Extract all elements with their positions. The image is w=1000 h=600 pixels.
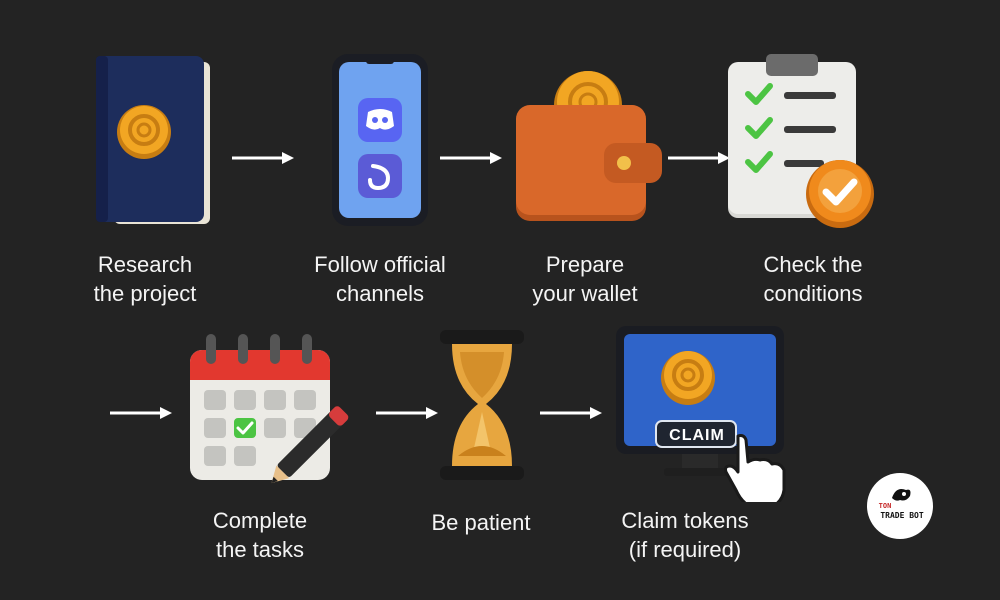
- step-label-line: the tasks: [215, 537, 305, 562]
- monitor-icon: [612, 322, 804, 510]
- step-label-line: conditions: [763, 281, 863, 306]
- step-label-wallet: Prepare your wallet: [500, 250, 670, 308]
- logo-text-top: TON: [878, 502, 892, 510]
- step-label-claim: Claim tokens (if required): [600, 506, 770, 564]
- step-label-line: Prepare: [545, 252, 625, 277]
- step-label-line: the project: [93, 281, 197, 306]
- arrow-right-icon: [232, 150, 296, 171]
- arrow-right-icon: [540, 405, 604, 426]
- step-label-line: Follow official: [314, 252, 446, 277]
- arrow-right-icon: [376, 405, 440, 426]
- wallet-icon: [512, 65, 664, 230]
- checklist-icon: [722, 52, 882, 232]
- step-label-research: Research the project: [60, 250, 230, 308]
- step-label-follow: Follow official channels: [295, 250, 465, 308]
- step-label-tasks: Complete the tasks: [175, 506, 345, 564]
- arrow-right-icon: [668, 150, 732, 171]
- arrow-right-icon: [440, 150, 504, 171]
- step-label-patient: Be patient: [396, 508, 566, 537]
- step-label-line: (if required): [628, 537, 742, 562]
- step-label-line: Complete: [212, 508, 308, 533]
- step-label-line: Research: [97, 252, 193, 277]
- arrow-right-icon: [110, 405, 174, 426]
- book-icon: [88, 50, 218, 230]
- step-label-line: Be patient: [431, 510, 531, 535]
- step-label-line: Check the: [763, 252, 863, 277]
- step-label-conditions: Check the conditions: [728, 250, 898, 308]
- step-label-line: your wallet: [532, 281, 638, 306]
- bull-logo-icon: [866, 472, 934, 540]
- hourglass-icon: [436, 328, 528, 483]
- claim-button[interactable]: CLAIM: [669, 427, 725, 444]
- step-label-line: Claim tokens: [621, 508, 749, 533]
- calendar-icon: [186, 330, 358, 485]
- phone-icon: [328, 50, 432, 230]
- logo-text-bottom: TRADE BOT: [880, 511, 924, 520]
- step-label-line: channels: [335, 281, 425, 306]
